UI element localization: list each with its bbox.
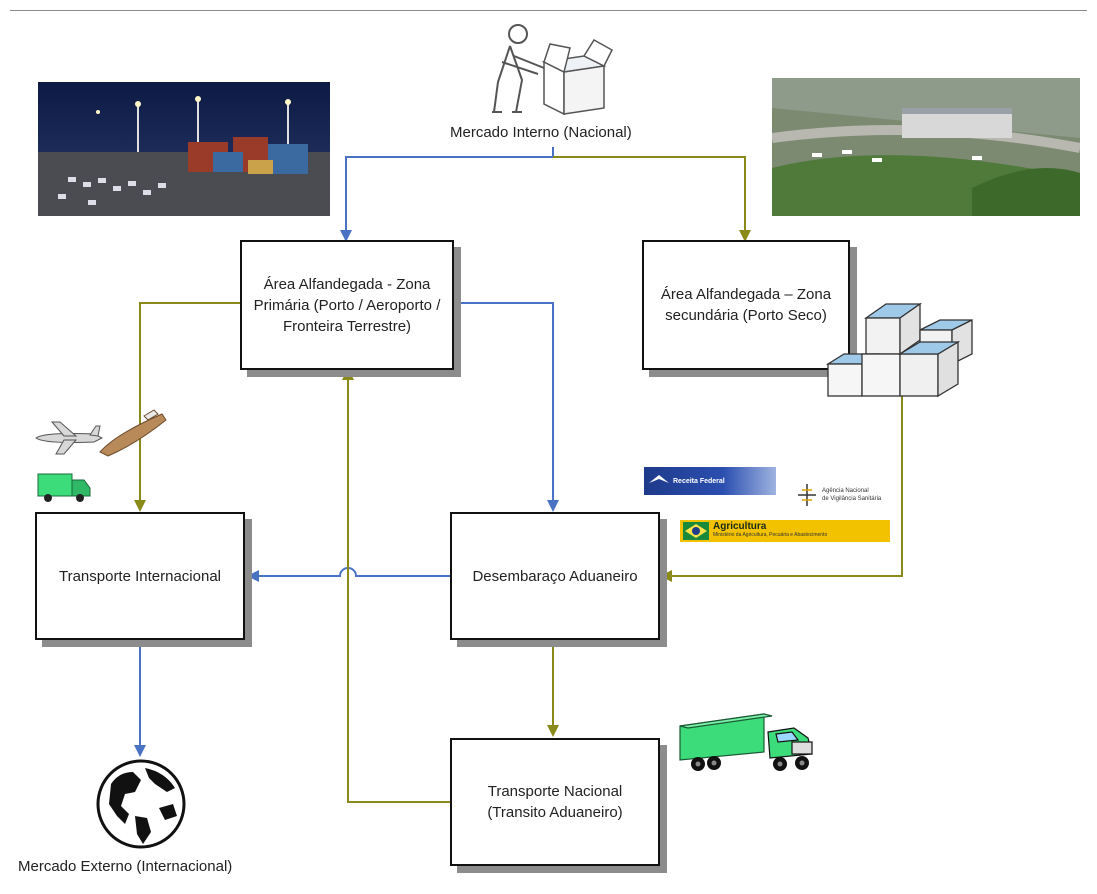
agricultura-logo: Agricultura Ministério da Agricultura, P…: [680, 520, 890, 542]
receita-federal-text: Receita Federal: [673, 477, 725, 485]
edge-zona-secundaria-to-desembaraco: [660, 390, 903, 582]
worker-with-box-icon: [492, 24, 613, 116]
port-photo: [38, 82, 330, 216]
node-transporte-nacional[interactable]: Transporte Nacional (Transito Aduaneiro): [450, 738, 660, 866]
top-divider: [10, 10, 1087, 11]
node-desembaraco-aduaneiro[interactable]: Desembaraço Aduaneiro: [450, 512, 660, 640]
node-zona-secundaria[interactable]: Área Alfandegada – Zona secundária (Port…: [642, 240, 850, 370]
node-zona-primaria-text: Área Alfandegada - Zona Primária (Porto …: [253, 275, 441, 335]
dry-port-photo: [772, 78, 1080, 216]
airplane-icon: [35, 421, 104, 455]
brazil-flag-icon: [683, 522, 709, 540]
node-desembaraco-aduaneiro-text: Desembaraço Aduaneiro: [472, 567, 638, 585]
anvisa-line1: Agência Nacional: [822, 488, 869, 494]
semi-truck-icon: [679, 713, 813, 771]
mercado-interno-label: Mercado Interno (Nacional): [450, 124, 632, 141]
receita-federal-logo: Receita Federal: [644, 467, 776, 495]
anvisa-logo: Agência Nacional de Vigilância Sanitária: [796, 480, 912, 510]
node-transporte-internacional[interactable]: Transporte Internacional: [35, 512, 245, 640]
agricultura-title: Agricultura: [713, 521, 767, 532]
node-zona-primaria[interactable]: Área Alfandegada - Zona Primária (Porto …: [240, 240, 454, 370]
stacked-boxes-icon: [825, 302, 973, 398]
truck-icon: [37, 473, 91, 502]
edge-desembaraco-to-transporte-internacional: [247, 567, 450, 582]
ship-icon: [99, 409, 167, 457]
anvisa-line2: de Vigilância Sanitária: [822, 496, 882, 502]
mercado-externo-label: Mercado Externo (Internacional): [18, 858, 233, 875]
anvisa-cross-icon: [798, 484, 816, 506]
edge-mercado-interno-to-zona-primaria: [340, 147, 554, 242]
node-transporte-nacional-text: Transporte Nacional (Transito Aduaneiro): [487, 783, 623, 821]
node-transporte-internacional-text: Transporte Internacional: [58, 567, 222, 585]
agricultura-subtitle: Ministério da Agricultura, Pecuária e Ab…: [713, 532, 828, 538]
edge-zona-primaria-to-transporte-internacional: [134, 302, 240, 512]
node-zona-secundaria-text: Área Alfandegada – Zona secundária (Port…: [660, 286, 832, 324]
edge-zona-primaria-to-desembaraco: [454, 302, 559, 512]
edge-mercado-interno-to-zona-secundaria: [553, 156, 751, 242]
receita-emblem-icon: [649, 475, 669, 483]
edge-transporte-nacional-to-zona-primaria: [342, 368, 450, 803]
globe-icon: [96, 759, 186, 849]
